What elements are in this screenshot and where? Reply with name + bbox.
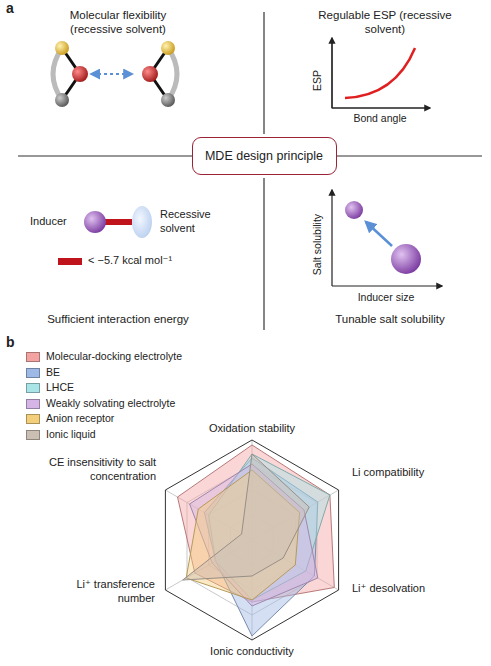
axis-label: Oxidation stability xyxy=(182,422,322,436)
radar-outline xyxy=(165,440,338,640)
axis-label: Inducer size xyxy=(341,291,431,304)
legend-swatch xyxy=(26,352,40,362)
molecule-figure xyxy=(53,41,177,107)
box-text: MDE design principle xyxy=(205,148,323,164)
legend-text: Weakly solvating electrolyte xyxy=(46,397,175,410)
axis-label: Bond angle xyxy=(335,112,425,125)
panel-letter: b xyxy=(6,334,26,352)
legend-swatch xyxy=(26,414,40,424)
radar-series xyxy=(183,454,310,580)
quadrant-title: Regulable ESP (recessive solvent) xyxy=(310,8,460,37)
legend-text: Molecular-docking electrolyte xyxy=(46,350,182,363)
solubility-plot xyxy=(332,190,442,286)
legend-swatch xyxy=(26,430,40,440)
legend-swatch xyxy=(26,368,40,378)
legend-swatch xyxy=(26,399,40,409)
axis-label: CE insensitivity to salt concentration xyxy=(10,456,156,484)
divider-lines xyxy=(18,12,482,330)
axis-label: Ionic conductivity xyxy=(182,645,322,659)
axis-label: Li⁺ transference number xyxy=(60,578,155,606)
quadrant-title: Tunable salt solubility xyxy=(300,312,480,326)
part-label: Recessive solvent xyxy=(160,208,226,236)
legend-text: Ionic liquid xyxy=(46,428,96,441)
axis-label: Salt solubility xyxy=(311,200,324,290)
panel-letter: a xyxy=(6,0,26,18)
legend-text: Anion receptor xyxy=(46,412,114,425)
energy-value: < −5.7 kcal mol⁻¹ xyxy=(88,254,218,268)
axis-label: ESP xyxy=(311,61,324,101)
esp-plot xyxy=(332,38,430,108)
axis-label: Li⁺ desolvation xyxy=(352,582,472,596)
quadrant-title: Sufficient interaction energy xyxy=(18,312,218,326)
principle-box: MDE design principle xyxy=(192,137,337,175)
part-label: Inducer xyxy=(30,215,80,229)
quadrant-title: Molecular flexibility (recessive solvent… xyxy=(43,8,193,37)
legend-swatch xyxy=(26,383,40,393)
axis-label: Li compatibility xyxy=(352,466,472,480)
legend-text: LHCE xyxy=(46,381,74,394)
legend-text: BE xyxy=(46,366,60,379)
